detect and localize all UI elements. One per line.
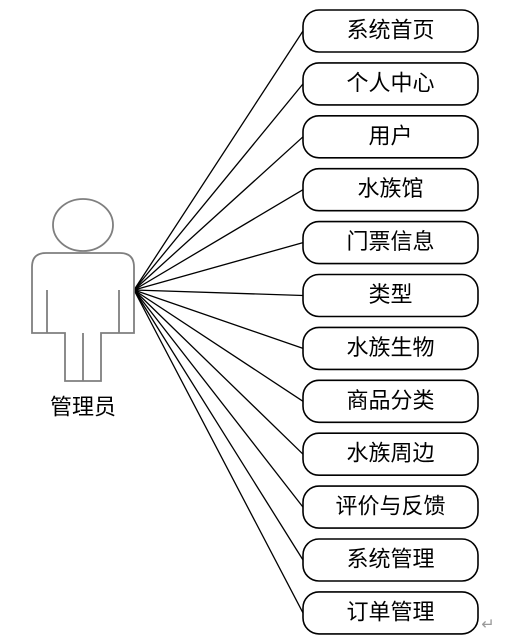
- use-case-label: 门票信息: [346, 230, 434, 255]
- use-case-item: 水族周边: [302, 432, 479, 477]
- paragraph-mark: ↵: [481, 615, 494, 634]
- association-line: [133, 189, 304, 291]
- association-line: [133, 136, 304, 291]
- use-case-box: [302, 220, 479, 265]
- use-case-item: 用户: [302, 115, 479, 159]
- use-case-item: 类型: [302, 273, 479, 318]
- use-case-label: 订单管理: [346, 600, 434, 625]
- association-lines: [133, 30, 304, 614]
- actor-figure: 管理员: [31, 198, 135, 421]
- use-case-item: 水族馆: [302, 167, 479, 212]
- use-case-label: 水族生物: [346, 336, 434, 361]
- association-line: [133, 289, 304, 297]
- use-case-box: [302, 326, 479, 371]
- use-case-label: 系统管理: [346, 548, 434, 573]
- use-case-label: 系统首页: [346, 19, 434, 44]
- use-case-label: 水族馆: [357, 177, 423, 202]
- association-line: [133, 30, 304, 291]
- use-case-box: [302, 167, 479, 212]
- actor-head: [52, 198, 114, 252]
- association-line: [133, 83, 304, 291]
- use-case-box: [302, 115, 479, 159]
- use-case-label: 用户: [368, 124, 412, 149]
- use-case-label: 个人中心: [346, 71, 434, 96]
- use-case-label: 评价与反馈: [335, 495, 445, 520]
- use-case-box: [302, 379, 479, 424]
- use-case-item: 系统首页: [302, 9, 479, 53]
- use-case-item: 评价与反馈: [302, 485, 479, 529]
- use-case-label: 类型: [368, 283, 412, 308]
- use-case-box: [302, 485, 479, 529]
- use-case-item: 商品分类: [302, 379, 479, 424]
- association-line: [133, 289, 304, 455]
- use-case-item: 门票信息: [302, 220, 479, 265]
- use-case-item: 水族生物: [302, 326, 479, 371]
- association-line: [133, 289, 304, 561]
- association-line: [133, 289, 304, 402]
- use-case-box: [302, 9, 479, 53]
- use-case-item: 订单管理: [302, 591, 479, 635]
- association-line: [133, 289, 304, 350]
- association-line: [133, 289, 304, 508]
- use-case-box: [302, 62, 479, 106]
- use-case-box: [302, 591, 479, 635]
- use-case-box: [302, 432, 479, 477]
- use-case-list: 系统首页个人中心用户水族馆门票信息类型水族生物商品分类水族周边评价与反馈系统管理…: [302, 9, 479, 635]
- actor-body: [31, 252, 135, 382]
- association-line: [133, 289, 304, 614]
- use-case-label: 水族周边: [346, 442, 434, 467]
- use-case-box: [302, 538, 479, 582]
- actor-label: 管理员: [50, 396, 116, 421]
- association-line: [133, 241, 304, 291]
- use-case-label: 商品分类: [346, 389, 434, 414]
- use-case-item: 个人中心: [302, 62, 479, 106]
- use-case-item: 系统管理: [302, 538, 479, 582]
- use-case-box: [302, 273, 479, 318]
